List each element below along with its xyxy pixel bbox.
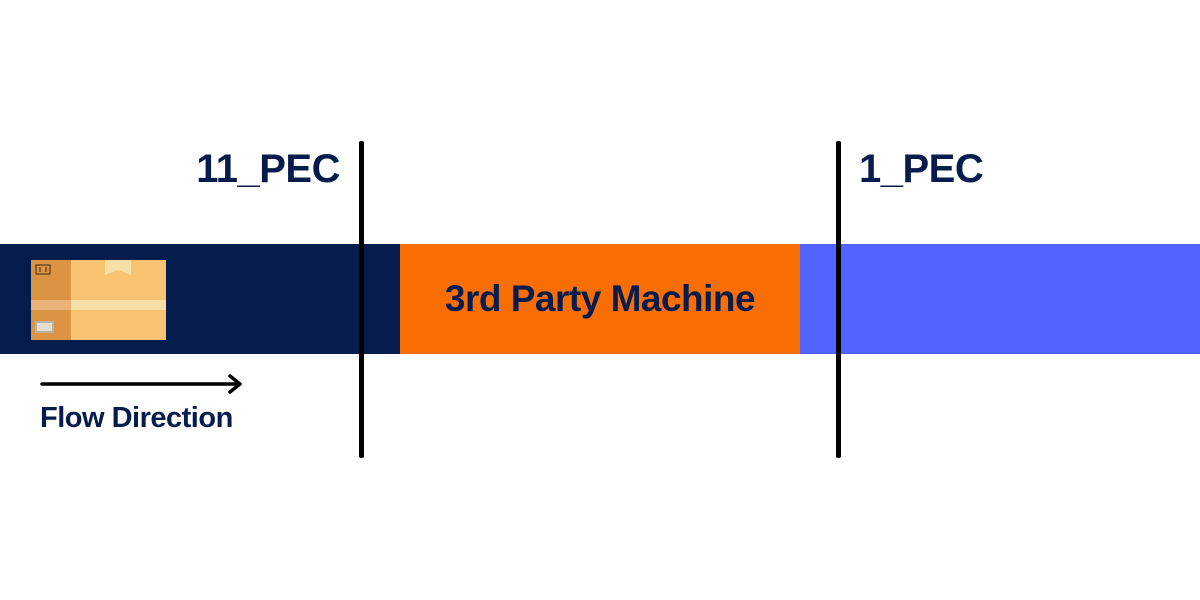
fragile-symbol-icon [35,264,51,275]
box-tape-band-side [31,300,71,310]
flow-direction-label: Flow Direction [40,402,233,434]
box-tape-band [31,300,166,310]
machine-label: 3rd Party Machine [444,278,756,319]
box-top-flap-tab [105,260,131,275]
sensor-line-1-pec [836,141,841,458]
cardboard-box-icon [31,260,166,340]
shipping-label-icon [35,321,54,333]
sensor-line-11-pec [359,141,364,458]
conveyor-segment-machine: 3rd Party Machine [400,244,800,354]
sensor-label-1-pec: 1_PEC [859,147,984,191]
sensor-label-11-pec: 11_PEC [196,147,340,191]
right-arrow-icon [40,374,242,394]
conveyor-segment-downstream [800,244,1200,354]
